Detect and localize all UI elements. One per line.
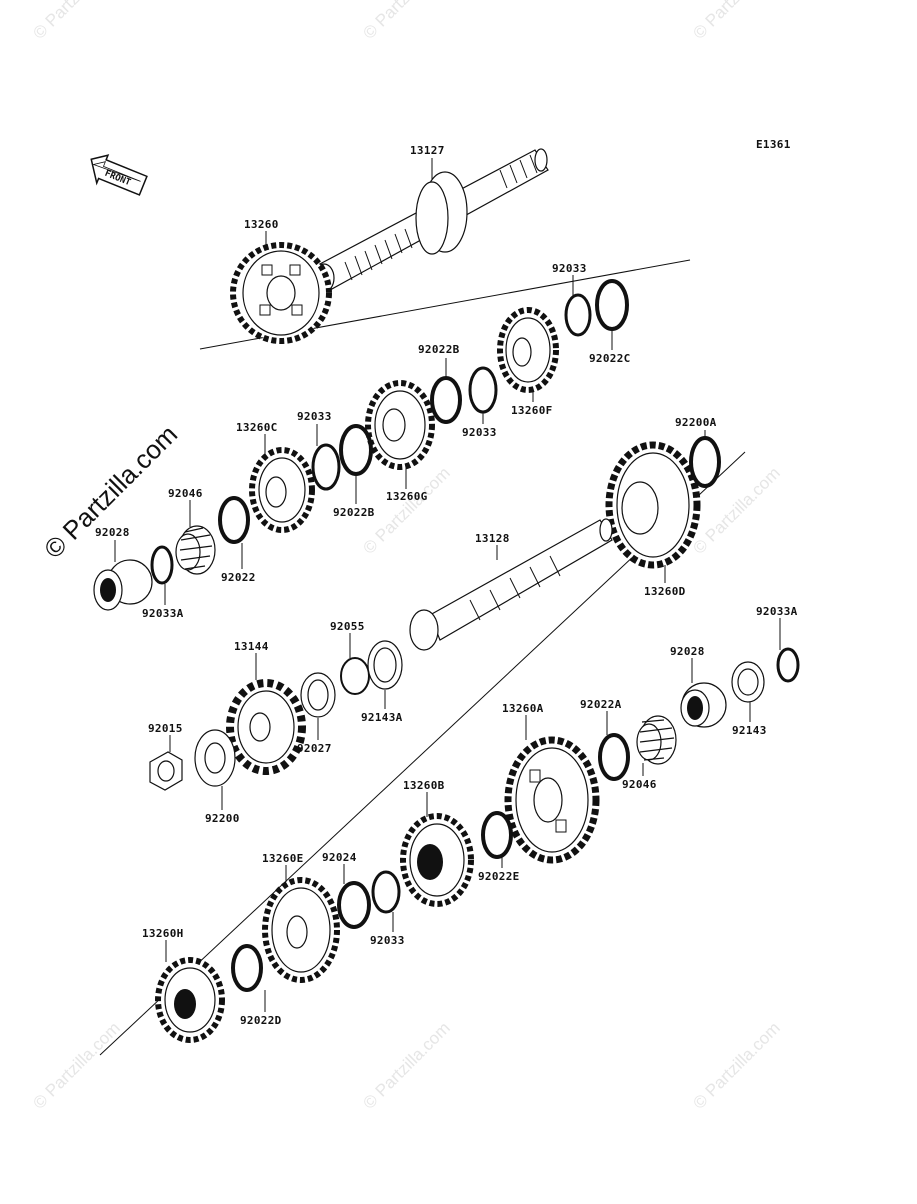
label-92033A: 92033A bbox=[756, 605, 798, 618]
label-13260D: 13260D bbox=[644, 585, 686, 598]
label-92022E: 92022E bbox=[478, 870, 520, 883]
collar-92027 bbox=[300, 672, 336, 718]
gear-13260H bbox=[155, 957, 225, 1043]
gear-13260A bbox=[504, 736, 600, 864]
axis-lines bbox=[99, 259, 746, 1056]
label-13144: 13144 bbox=[234, 640, 269, 653]
collar-92143 bbox=[731, 661, 765, 703]
label-92046: 92046 bbox=[168, 487, 203, 500]
clip-92033A-left bbox=[150, 545, 174, 585]
label-92022B: 92022B bbox=[333, 506, 375, 519]
label-13260: 13260 bbox=[244, 218, 279, 231]
label-92015: 92015 bbox=[148, 722, 183, 735]
label-92033: 92033 bbox=[297, 410, 332, 423]
label-13128: 13128 bbox=[475, 532, 510, 545]
label-92046: 92046 bbox=[622, 778, 657, 791]
gear-13260D bbox=[605, 441, 701, 569]
collar-92143A bbox=[367, 640, 403, 690]
washer-92022A bbox=[598, 733, 630, 781]
clip-92033-mid bbox=[468, 366, 498, 414]
gear-13260C bbox=[249, 447, 315, 533]
label-92143A: 92143A bbox=[361, 711, 403, 724]
label-92200A: 92200A bbox=[675, 416, 717, 429]
watermark: © Partzilla.com bbox=[689, 463, 783, 557]
gear-13260F bbox=[497, 307, 559, 393]
label-92143: 92143 bbox=[732, 724, 767, 737]
label-92033: 92033 bbox=[462, 426, 497, 439]
diagram-code: E1361 bbox=[756, 138, 791, 151]
front-arrow-icon: FRONT bbox=[90, 154, 148, 196]
leader-lines bbox=[114, 158, 781, 1012]
label-13260H: 13260H bbox=[142, 927, 184, 940]
label-13127: 13127 bbox=[410, 144, 445, 157]
bearing-92028-right bbox=[680, 682, 727, 728]
label-13260F: 13260F bbox=[511, 404, 553, 417]
label-92200: 92200 bbox=[205, 812, 240, 825]
label-13260C: 13260C bbox=[236, 421, 278, 434]
label-92027: 92027 bbox=[297, 742, 332, 755]
gear-13260E bbox=[262, 877, 340, 983]
label-92022: 92022 bbox=[221, 571, 256, 584]
bearing-92046-left bbox=[175, 525, 216, 575]
label-92033: 92033 bbox=[552, 262, 587, 275]
label-92022A: 92022A bbox=[580, 698, 622, 711]
watermark: © Partzilla.com bbox=[359, 0, 453, 43]
watermark: © Partzilla.com bbox=[689, 0, 783, 43]
part-labels: 13127 13260 92033 92022C 92022B 13260F 9… bbox=[95, 144, 798, 1027]
label-92055: 92055 bbox=[330, 620, 365, 633]
washer-92022B-top bbox=[430, 376, 462, 424]
label-92028: 92028 bbox=[670, 645, 705, 658]
label-92033: 92033 bbox=[370, 934, 405, 947]
bearing-92028-left bbox=[93, 559, 153, 611]
label-13260A: 13260A bbox=[502, 702, 544, 715]
lockwasher-92200 bbox=[194, 729, 236, 787]
bearing-92046-right bbox=[636, 715, 677, 765]
label-13260G: 13260G bbox=[386, 490, 428, 503]
gear-13260 bbox=[230, 242, 332, 344]
watermark: © Partzilla.com bbox=[359, 1018, 453, 1112]
sprocket-13144 bbox=[226, 679, 306, 775]
input-shaft bbox=[313, 148, 549, 293]
label-92033A: 92033A bbox=[142, 607, 184, 620]
clip-92033-low bbox=[371, 870, 401, 914]
label-92022D: 92022D bbox=[240, 1014, 282, 1027]
clip-92033-left bbox=[311, 443, 341, 491]
watermark: © Partzilla.com bbox=[29, 1018, 123, 1112]
washer-92024 bbox=[337, 881, 371, 929]
washer-92200A bbox=[689, 436, 721, 488]
washer-92022B-mid bbox=[339, 424, 373, 476]
nut-92015 bbox=[149, 751, 183, 791]
washer-92022C bbox=[595, 279, 629, 331]
label-92022B: 92022B bbox=[418, 343, 460, 356]
output-shaft bbox=[409, 518, 613, 651]
washer-92022-left bbox=[218, 496, 250, 544]
label-92024: 92024 bbox=[322, 851, 357, 864]
clip-92033-top bbox=[564, 293, 592, 337]
watermark: © Partzilla.com bbox=[29, 0, 123, 43]
washer-92022D bbox=[231, 944, 263, 992]
watermark-main: © Partzilla.com bbox=[38, 419, 183, 564]
watermark: © Partzilla.com bbox=[689, 1018, 783, 1112]
gear-13260B bbox=[400, 813, 474, 907]
oring-92055 bbox=[340, 657, 370, 695]
clip-92033A-right bbox=[776, 647, 800, 683]
label-13260E: 13260E bbox=[262, 852, 304, 865]
label-92022C: 92022C bbox=[589, 352, 631, 365]
label-13260B: 13260B bbox=[403, 779, 445, 792]
gear-13260G bbox=[365, 380, 435, 470]
washer-92022E bbox=[481, 811, 513, 859]
label-92028: 92028 bbox=[95, 526, 130, 539]
